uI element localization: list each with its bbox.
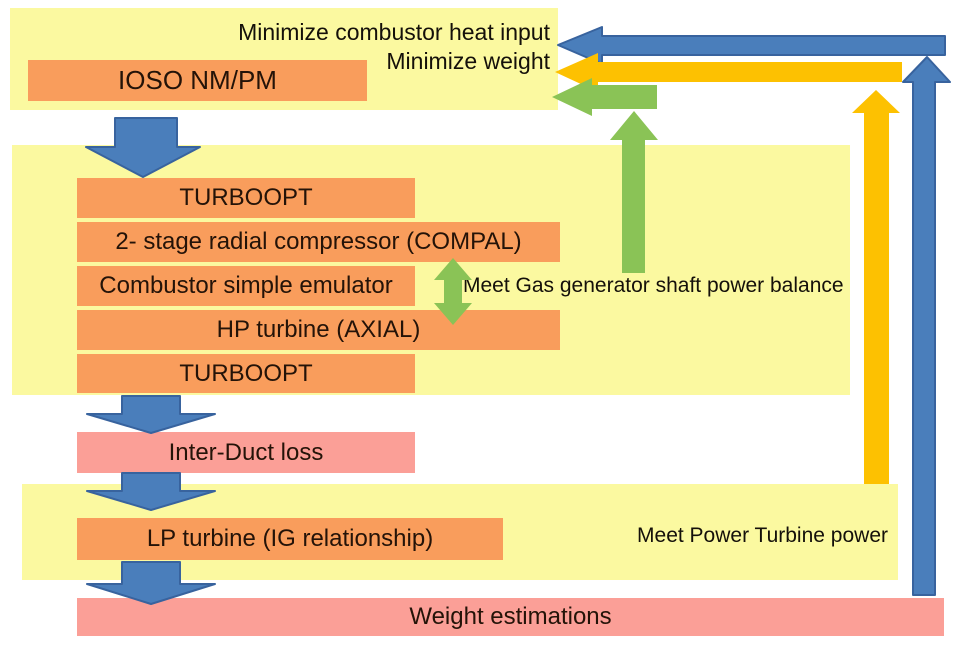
- down-arrow-icon-2: [86, 395, 216, 434]
- gas-generator-constraint-label: Meet Gas generator shaft power balance: [463, 274, 844, 297]
- objectives-text: Minimize combustor heat input Minimize w…: [200, 18, 550, 76]
- feedback-arrow-gold-horizontal-icon: [555, 53, 902, 92]
- weight-estimations-box: Weight estimations: [77, 598, 944, 636]
- objective-line-weight: Minimize weight: [386, 48, 550, 74]
- down-arrow-icon-4: [86, 561, 216, 605]
- ioso-optimizer-box: IOSO NM/PM: [28, 60, 367, 101]
- double-arrow-shaft-balance-icon: [434, 258, 472, 325]
- feedback-arrow-blue-horizontal-icon: [557, 26, 946, 65]
- hp-turbine-box: HP turbine (AXIAL): [77, 310, 560, 350]
- feedback-arrow-gold-vertical-icon: [852, 90, 900, 484]
- turboopt-box-bottom: TURBOOPT: [77, 354, 415, 393]
- combustor-emulator-box: Combustor simple emulator: [77, 266, 415, 306]
- feedback-arrow-green-vertical-icon: [610, 111, 658, 273]
- turboopt-box-top: TURBOOPT: [77, 178, 415, 218]
- down-arrow-icon-1: [85, 117, 201, 178]
- inter-duct-loss-box: Inter-Duct loss: [77, 432, 415, 473]
- radial-compressor-box: 2- stage radial compressor (COMPAL): [77, 222, 560, 262]
- lp-turbine-box: LP turbine (IG relationship): [77, 518, 503, 560]
- feedback-arrow-blue-vertical-icon: [902, 56, 951, 596]
- objective-line-heat-input: Minimize combustor heat input: [238, 19, 550, 45]
- feedback-arrow-green-horizontal-icon: [552, 78, 657, 116]
- down-arrow-icon-3: [86, 472, 216, 511]
- power-turbine-constraint-label: Meet Power Turbine power: [637, 524, 888, 547]
